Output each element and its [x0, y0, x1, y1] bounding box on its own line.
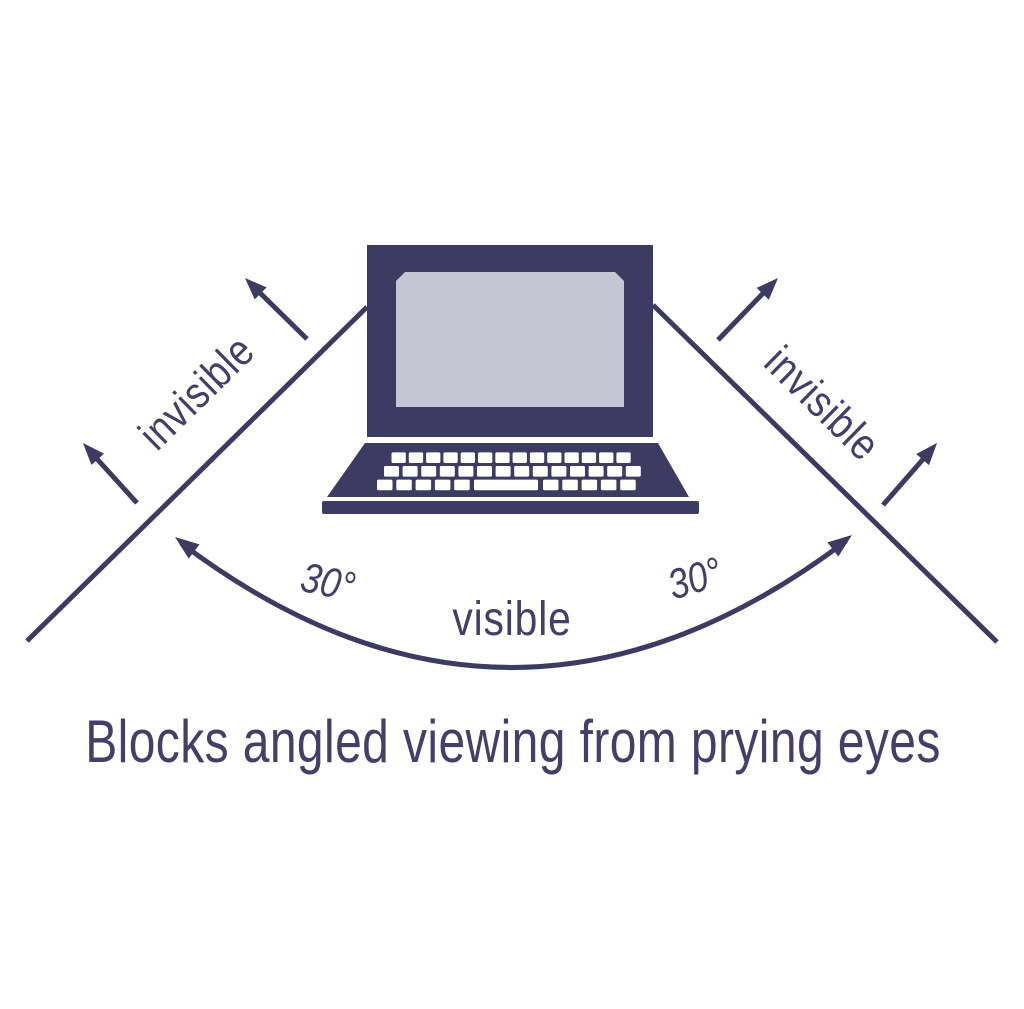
laptop-key: [551, 466, 567, 477]
laptop-key: [391, 452, 406, 463]
laptop-key: [514, 466, 530, 477]
laptop-key: [458, 466, 474, 477]
laptop-key: [443, 452, 458, 463]
laptop-icon: [322, 245, 699, 514]
laptop-key: [529, 452, 545, 463]
angle-label-left: 30°: [297, 555, 359, 612]
laptop-key: [532, 466, 548, 477]
laptop-key: [402, 466, 418, 477]
invisible-label-left: invisible: [129, 325, 264, 459]
laptop-key: [588, 466, 604, 477]
laptop-key: [616, 452, 631, 463]
laptop-key: [607, 466, 623, 477]
laptop-key: [581, 452, 597, 463]
laptop-key: [620, 479, 636, 491]
laptop-key: [478, 452, 493, 463]
laptop-key: [477, 466, 492, 477]
laptop-key: [570, 466, 585, 477]
right-boundary-line: [651, 303, 999, 644]
laptop-key: [495, 452, 510, 463]
laptop-key: [543, 479, 559, 491]
laptop-key: [599, 452, 614, 463]
laptop-key: [512, 452, 527, 463]
laptop-screen: [396, 272, 624, 407]
laptop-key: [564, 452, 579, 463]
laptop-key: [439, 466, 455, 477]
laptop-key: [426, 452, 441, 463]
laptop-key: [408, 452, 424, 463]
angle-label-right: 30°: [662, 549, 727, 609]
laptop-key: [562, 479, 578, 491]
invisible-label-right: invisible: [755, 336, 890, 470]
laptop-key: [434, 479, 451, 491]
diagram-caption: Blocks angled viewing from prying eyes: [85, 708, 941, 775]
laptop-key: [495, 466, 511, 477]
laptop-key: [547, 452, 562, 463]
left-boundary-line: [25, 305, 369, 643]
laptop-key: [377, 479, 393, 491]
laptop-key: [415, 479, 432, 491]
laptop-key: [600, 479, 617, 491]
arrow-up-left-icon: [245, 278, 309, 341]
visible-label: visible: [452, 593, 571, 646]
laptop-key: [625, 466, 641, 477]
arrow-up-right-icon: [881, 443, 937, 507]
arrow-up-left-icon: [83, 443, 139, 505]
laptop-keyboard-keys: [377, 452, 641, 491]
laptop-base: [322, 501, 699, 514]
laptop-key: [460, 452, 475, 463]
laptop-key: [384, 466, 399, 477]
visible-arc-arrow-icon: [175, 535, 852, 670]
laptop-key: [581, 479, 598, 491]
laptop-key: [396, 479, 412, 491]
arrow-up-right-icon: [716, 278, 778, 342]
laptop-key: [474, 479, 538, 491]
laptop-key: [421, 466, 437, 477]
laptop-key: [454, 479, 470, 491]
